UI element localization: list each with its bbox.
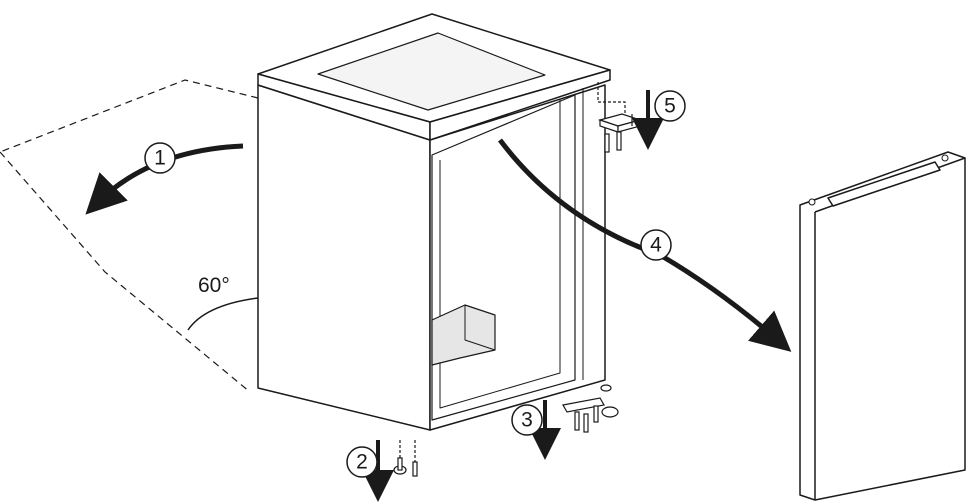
bottom-hinge-part: [562, 384, 619, 433]
tilt-guide-lines: [0, 79, 259, 393]
step-number-2: 2: [356, 451, 368, 474]
step-number-4: 4: [650, 234, 662, 257]
foot-screws-part: [393, 440, 418, 477]
step-marker-5: 5: [654, 90, 686, 122]
step-marker-1: 1: [144, 142, 176, 174]
step-number-3: 3: [521, 409, 533, 432]
angle-label: 60°: [198, 274, 230, 297]
step-number-5: 5: [664, 95, 676, 118]
step-marker-4: 4: [640, 229, 672, 261]
fridge-door: [799, 151, 966, 501]
angle-arc: [187, 297, 259, 331]
step-marker-2: 2: [346, 446, 378, 478]
fridge-cabinet: [257, 13, 611, 431]
step-marker-3: 3: [511, 404, 543, 436]
step-number-1: 1: [154, 147, 166, 170]
